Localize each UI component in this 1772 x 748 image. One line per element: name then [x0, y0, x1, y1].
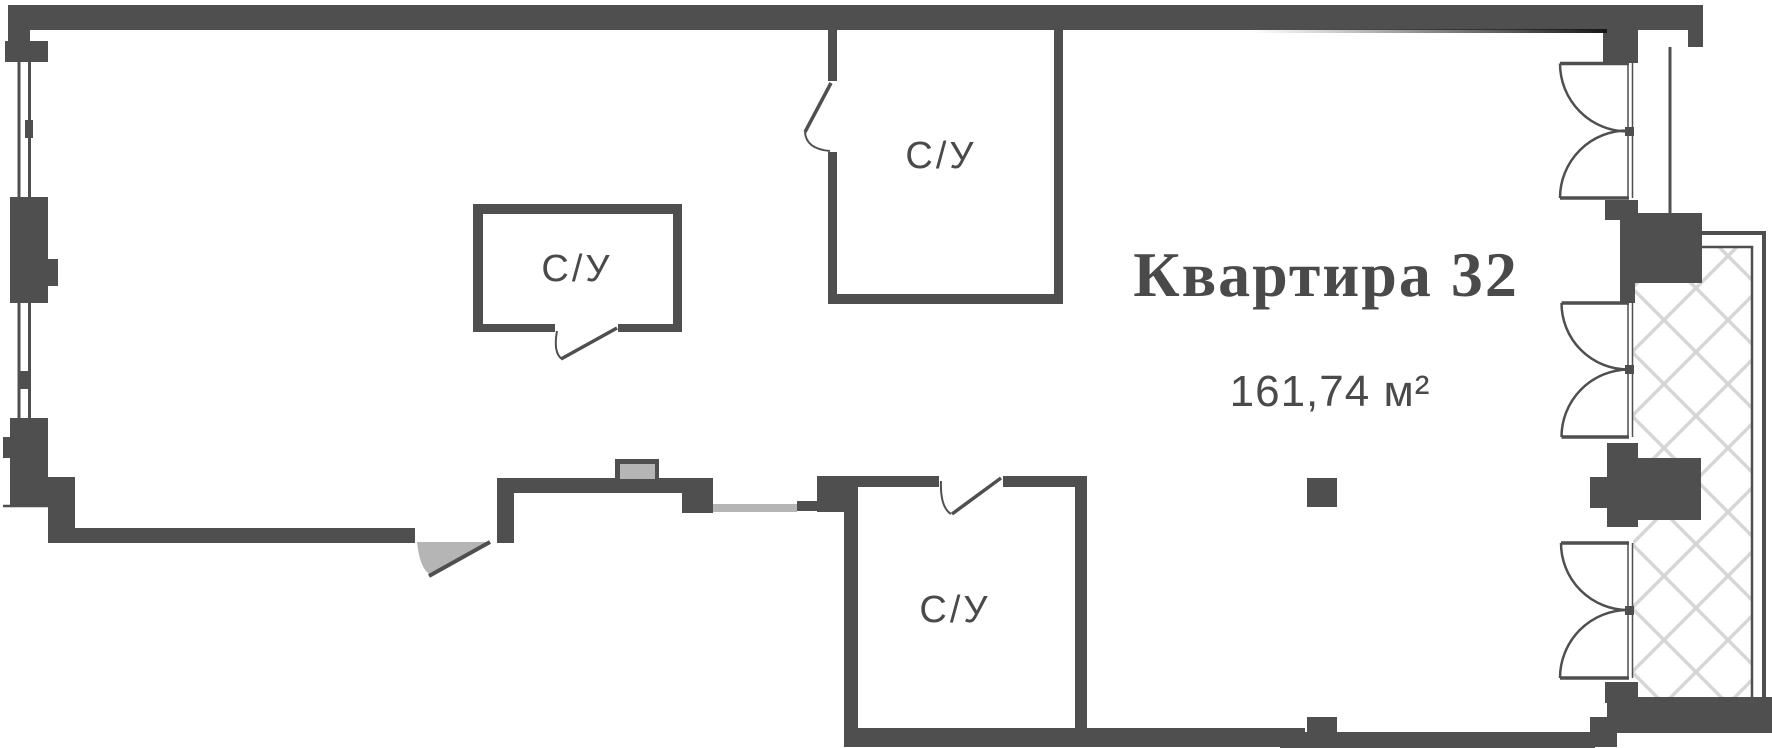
pier-top-left-base	[5, 41, 48, 62]
door1-arc-lower	[1558, 129, 1629, 199]
bathroom2-wall-right	[1054, 28, 1063, 304]
pier-right-b-bump	[1590, 477, 1607, 508]
bathroom1-door-leaf	[560, 326, 618, 361]
balcony-parapet-outer	[1694, 231, 1766, 701]
balcony-wall-bottom	[1607, 697, 1772, 733]
slider-stub-left	[682, 478, 713, 513]
thin-lines	[3, 47, 1766, 701]
pier-right-b-column	[1607, 443, 1638, 527]
window-glass-bottom	[17, 301, 31, 420]
balcony-parapet-inner	[1702, 245, 1754, 697]
vent-box-inner	[620, 464, 655, 479]
window-mullion-bottom	[20, 371, 28, 389]
door-hinge-block-3	[1625, 606, 1634, 615]
pier-right-a-block	[1620, 213, 1702, 283]
window-glass-top	[17, 60, 31, 199]
bathroom2-wall-left-lower	[828, 152, 837, 304]
door3-arc-upper	[1559, 542, 1629, 612]
pier-left-middle	[10, 197, 48, 303]
bathroom1-wall-top	[473, 204, 682, 214]
outer-wall-top	[8, 5, 1703, 30]
room-label-bathroom-2: С/У	[905, 135, 976, 177]
wall-bump-bottom	[1307, 717, 1337, 732]
bathroom1-wall-bottom-right	[618, 324, 682, 332]
bathroom1-wall-bottom-left	[473, 324, 555, 332]
wall-step-top-right	[1688, 30, 1703, 47]
entrance-door-leaf	[428, 540, 491, 578]
bathroom2-wall-left-upper	[828, 28, 837, 81]
bathroom3-wall-top-left	[844, 476, 939, 487]
door1-arc-upper	[1558, 63, 1629, 133]
outer-wall-bottom	[845, 728, 1305, 747]
door-hinge-block-1	[1625, 127, 1634, 136]
door-swings	[428, 61, 1629, 680]
bathroom3-wall-top-right	[1003, 476, 1087, 487]
apartment-title: Квартира 32	[1133, 239, 1519, 310]
bathroom1-wall-right	[673, 204, 682, 332]
pier-top-left	[8, 5, 30, 45]
room-label-bathroom-3: С/У	[919, 589, 990, 631]
door3-arc-lower	[1558, 608, 1629, 679]
door-hinge-block-2	[1625, 365, 1634, 374]
bathroom3-door-leaf	[950, 476, 1003, 516]
column	[1307, 478, 1337, 507]
hall-wall-horizontal	[497, 478, 693, 493]
bathroom1-door-arc	[554, 330, 563, 360]
pier-left-lower	[10, 418, 48, 506]
pier-left-lower-bump	[3, 437, 13, 458]
area-label: 161,74 м²	[1230, 367, 1431, 416]
entry-wall-vertical	[497, 478, 514, 543]
bathroom3-wall-left	[844, 476, 858, 747]
sliding-door	[713, 504, 797, 512]
pier-right-b-block	[1637, 458, 1701, 520]
bathroom1-wall-left	[473, 204, 483, 332]
door2-arc-upper	[1560, 302, 1629, 371]
wall-bottom-left	[48, 528, 415, 543]
pier-left-middle-bump	[42, 259, 58, 286]
bathroom3-wall-right	[1075, 476, 1087, 747]
gray-elements	[417, 464, 797, 575]
door2-arc-lower	[1560, 368, 1629, 438]
outer-wall-bottom-right	[1280, 732, 1595, 748]
bathroom2-door-arc	[804, 131, 831, 152]
bathroom2-wall-bottom	[828, 294, 1063, 304]
walls	[3, 5, 1772, 748]
top-wall-shadow-line	[1250, 29, 1607, 33]
room-label-bathroom-1: С/У	[541, 248, 612, 290]
entrance-door-fan	[417, 542, 489, 575]
pier-right-top	[1603, 30, 1638, 63]
bathroom2-door-leaf	[803, 82, 833, 133]
slider-stub-right	[797, 501, 828, 511]
bathroom3-door-arc	[939, 480, 952, 515]
